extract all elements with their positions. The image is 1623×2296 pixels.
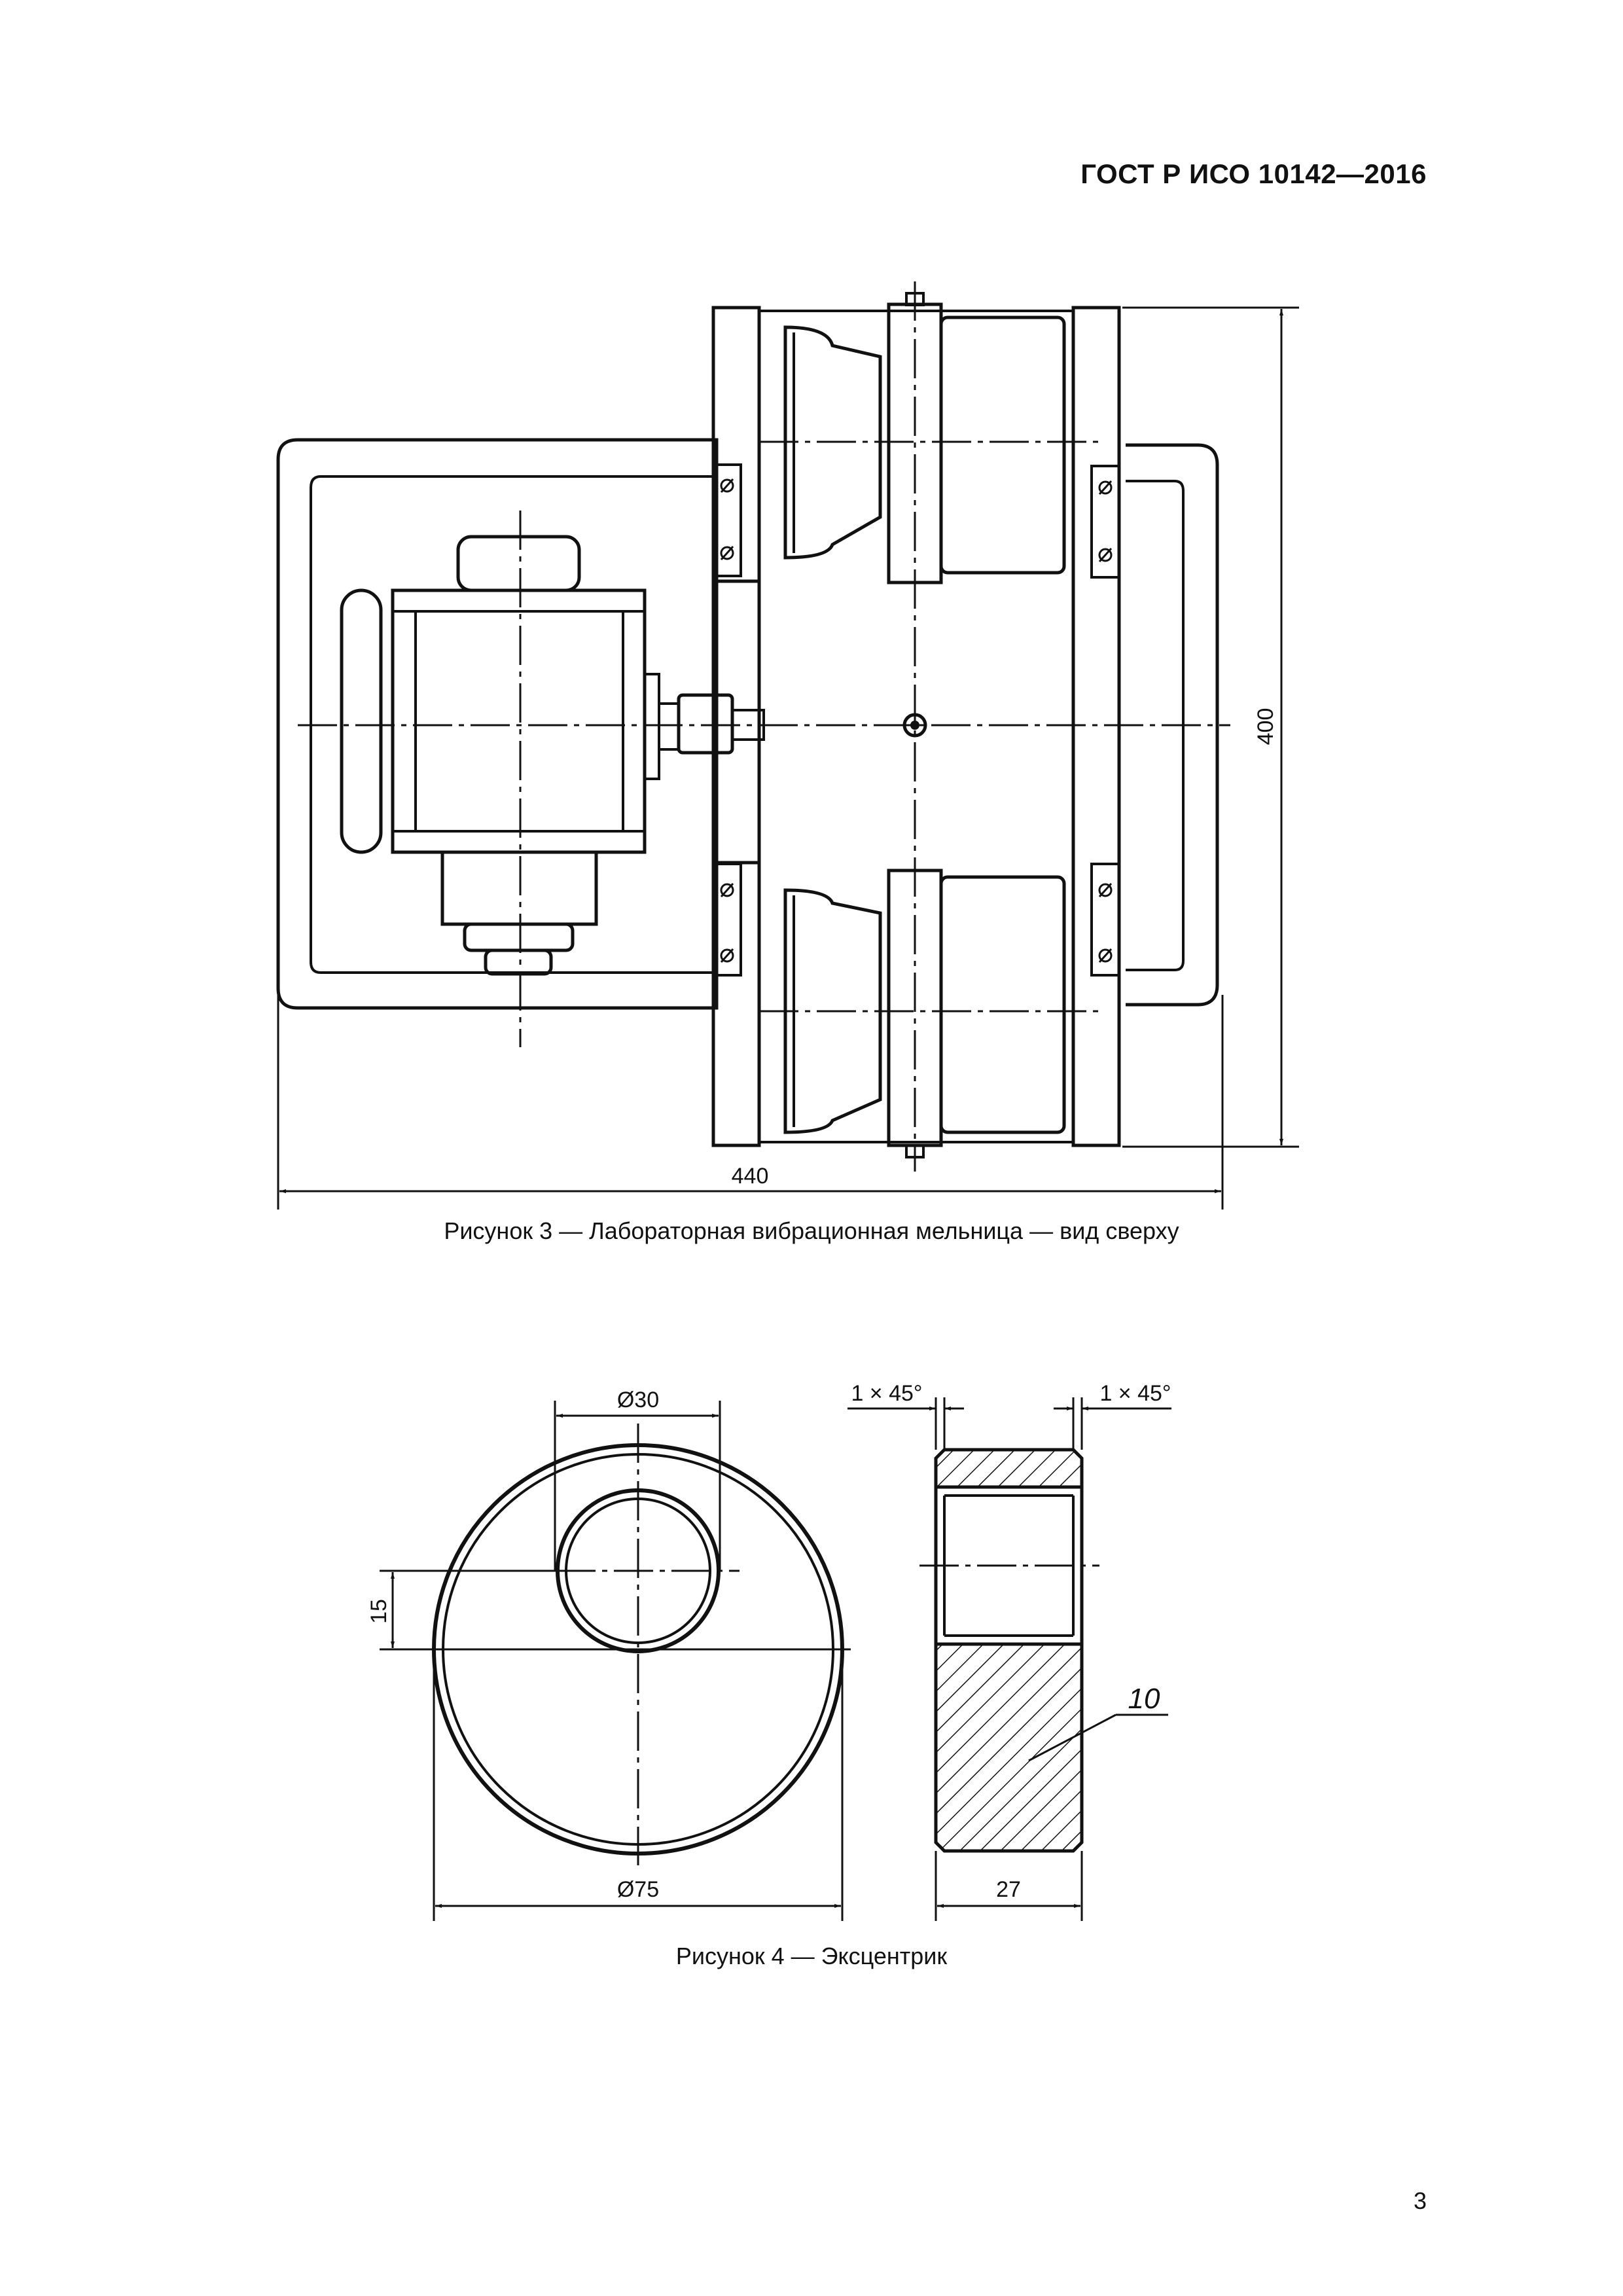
dim-height-label: 400 — [1253, 708, 1278, 745]
dim-outer-label: Ø75 — [617, 1877, 659, 1902]
dim-chamfer-right-label: 1 × 45° — [1099, 1381, 1171, 1406]
motor — [340, 535, 765, 976]
figure3-caption: Рисунок 3 — Лабораторная вибрационная ме… — [444, 1217, 1179, 1244]
dimension-width: 440 — [277, 995, 1224, 1210]
dim-offset-label: 15 — [366, 1599, 391, 1624]
dim-bore-label: Ø30 — [617, 1388, 659, 1412]
standard-header: ГОСТ Р ИСО 10142—2016 — [1080, 158, 1427, 189]
figure4-caption: Рисунок 4 — Эксцентрик — [675, 1943, 948, 1969]
lower-grinding-pot — [783, 869, 1066, 1158]
callout-label: 10 — [1128, 1683, 1160, 1715]
figure3-drawing: 400 440 — [276, 281, 1299, 1210]
side-plates — [711, 306, 1121, 1147]
page-number: 3 — [1413, 2187, 1427, 2214]
center-lines — [298, 440, 1230, 1047]
dim-width-label: 440 — [732, 1164, 769, 1189]
figure4-section-view: 1 × 45° 1 × 45° 27 10 — [847, 1381, 1171, 1921]
dim-chamfer-left-label: 1 × 45° — [851, 1381, 922, 1406]
base-frame — [276, 438, 1219, 1010]
figure4-front-view: Ø30 15 Ø75 — [366, 1388, 851, 1921]
dimension-height: 400 — [1122, 306, 1299, 1148]
dim-thickness-label: 27 — [996, 1877, 1021, 1902]
